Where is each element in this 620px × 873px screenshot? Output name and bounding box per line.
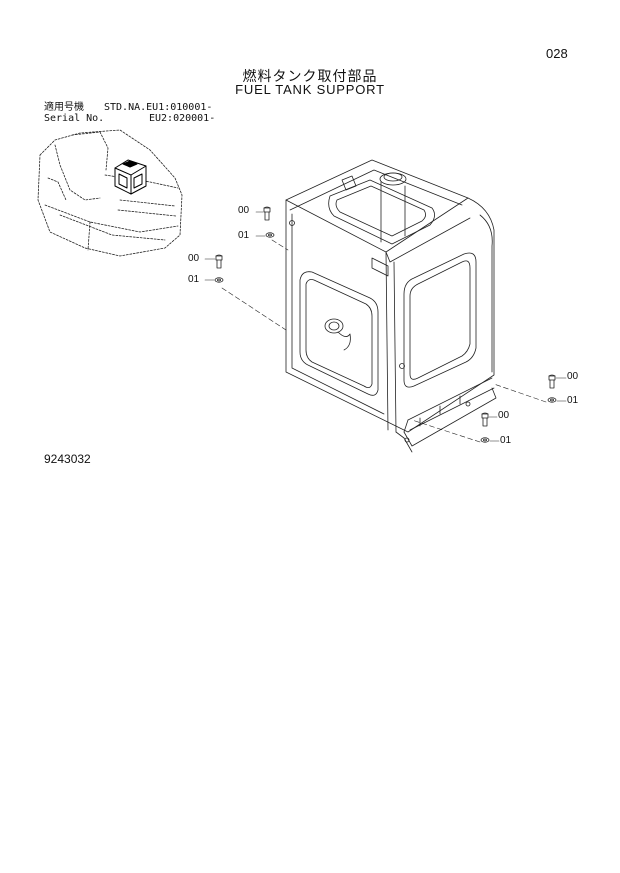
washer-right [547, 397, 557, 403]
callout-bolt-right: 00 [567, 371, 579, 382]
bolt-right [548, 374, 556, 389]
serial-std-label: STD.NA. [104, 102, 147, 113]
callout-washer-lower-left: 01 [188, 274, 200, 285]
serial-applicability: 適用号機 STD.NA.EU1:010001- Serial No. EU2:020… [44, 102, 215, 124]
page-number: 028 [546, 46, 568, 61]
callout-washer-right: 01 [567, 395, 579, 406]
bolt-lower-right [481, 412, 489, 427]
callout-bolt-upper-left: 00 [238, 205, 250, 216]
serial-row-std: 適用号機 STD.NA.EU1:010001- [44, 102, 215, 113]
washer-lower-right [480, 437, 490, 443]
serial-eu1: EU1:010001- [146, 102, 213, 113]
serial-label-japanese: 適用号機 [44, 102, 84, 113]
bolt-upper-left [263, 206, 271, 221]
washer-upper-left [265, 232, 275, 238]
callout-leaders [204, 211, 567, 442]
serial-eu2: EU2:020001- [149, 113, 216, 124]
washer-lower-left [214, 277, 224, 283]
callout-bolt-lower-right: 00 [498, 410, 510, 421]
drawing-number: 9243032 [44, 452, 91, 466]
bolt-lower-left [215, 254, 223, 269]
assembly-leader-lines [221, 239, 547, 443]
excavator-locator-thumbnail [37, 129, 183, 257]
callout-washer-lower-right: 01 [500, 435, 512, 446]
serial-row-eu2: Serial No. EU2:020001- [44, 113, 215, 124]
callout-bolt-lower-left: 00 [188, 253, 200, 264]
callout-washer-upper-left: 01 [238, 230, 250, 241]
page-title-english: FUEL TANK SUPPORT [235, 82, 385, 97]
fuel-tank-drawing [285, 159, 497, 453]
page-title-japanese: 燃料タンク取付部品 [242, 69, 378, 85]
serial-label-english: Serial No. [44, 113, 105, 124]
highlighted-fuel-tank [114, 159, 147, 195]
